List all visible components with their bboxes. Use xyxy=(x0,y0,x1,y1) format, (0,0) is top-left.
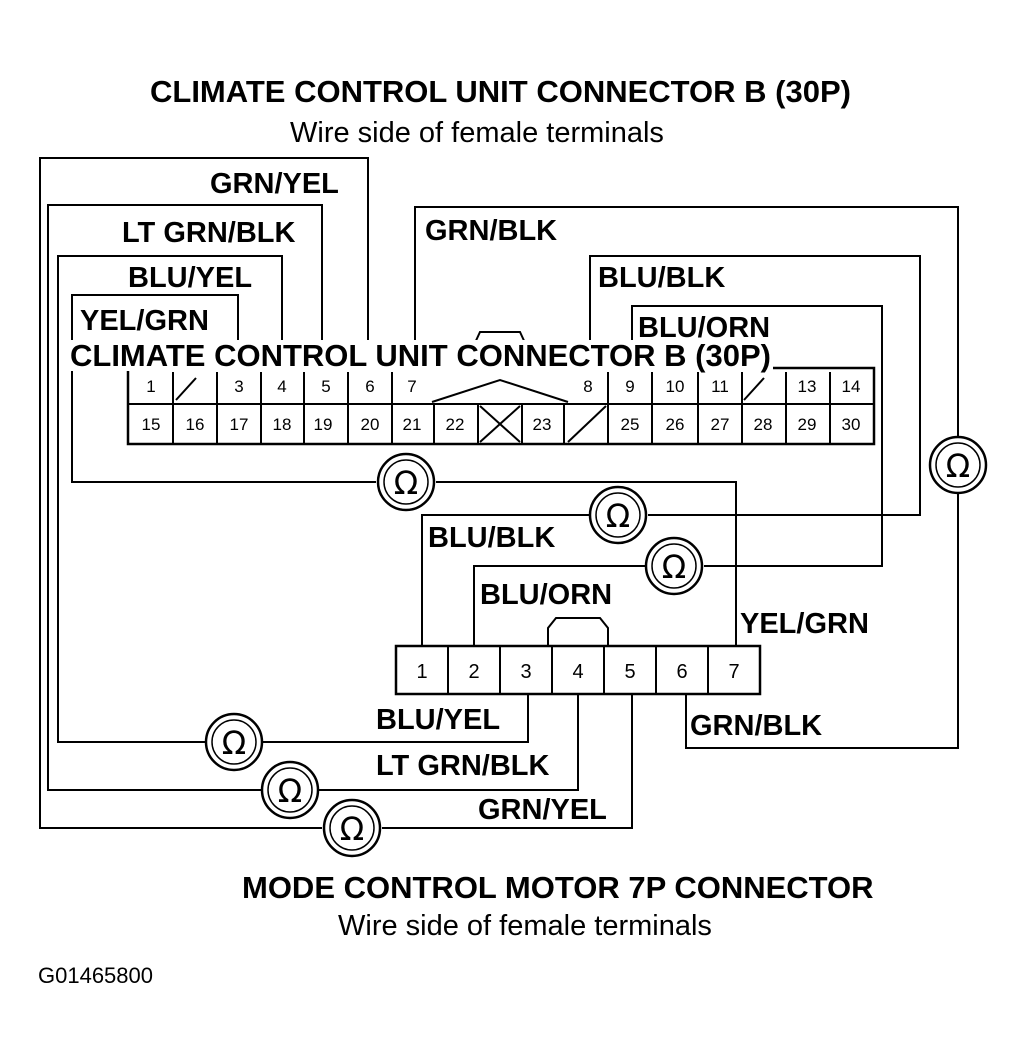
wire-label-grn-yel-top: GRN/YEL xyxy=(210,168,339,200)
ohmmeter-icon: Ω xyxy=(204,712,264,772)
ccu-pin-top-9: 9 xyxy=(625,377,634,396)
ccu-pin-bottom-21: 21 xyxy=(403,415,422,434)
wire-label-yel-grn-top: YEL/GRN xyxy=(80,305,209,337)
ccu-pin-bottom-20: 20 xyxy=(361,415,380,434)
ccu-pin-top-1: 1 xyxy=(146,377,155,396)
ccu-pin-top-14: 14 xyxy=(842,377,861,396)
ccu-pin-bottom-29: 29 xyxy=(798,415,817,434)
wire-label-grn-yel-bottom: GRN/YEL xyxy=(478,794,607,826)
ccu-pin-top-8: 8 xyxy=(583,377,592,396)
wire-label-blu-yel-bottom: BLU/YEL xyxy=(376,704,501,736)
wire-label-blu-orn-mid: BLU/ORN xyxy=(480,579,613,611)
ccu-pin-top-7: 7 xyxy=(407,377,416,396)
motor-pin-4: 4 xyxy=(572,661,583,683)
svg-text:Ω: Ω xyxy=(222,724,246,762)
wires xyxy=(39,157,959,829)
wire-label-blu-yel-top: BLU/YEL xyxy=(128,262,253,294)
wire-label-blu-blk-mid: BLU/BLK xyxy=(428,522,556,554)
ccu-pin-bottom-17: 17 xyxy=(230,415,249,434)
motor-pin-6: 6 xyxy=(676,661,687,683)
ccu-pin-top-11: 11 xyxy=(711,377,729,396)
wire-label-grn-blk-bottom: GRN/BLK xyxy=(690,710,823,742)
ohmmeter-icon: Ω xyxy=(644,536,704,596)
wire-label-lt-grn-blk-top: LT GRN/BLK xyxy=(122,217,296,249)
ccu-pin-bottom-28: 28 xyxy=(754,415,773,434)
ccu-pin-bottom-15: 15 xyxy=(142,415,161,434)
ccu-connector-overlay-title: CLIMATE CONTROL UNIT CONNECTOR B (30P) xyxy=(68,338,773,373)
motor-pin-2: 2 xyxy=(468,661,479,683)
motor-connector-7p: 1 2 3 4 5 6 7 xyxy=(394,617,762,696)
ohmmeter-icon: Ω xyxy=(322,798,382,858)
motor-subtitle: Wire side of female terminals xyxy=(338,910,712,942)
wire-lt-grn-blk-motor xyxy=(318,692,579,791)
ccu-pin-bottom-22: 22 xyxy=(446,415,465,434)
svg-text:Ω: Ω xyxy=(340,810,364,848)
wire-grn-blk xyxy=(414,206,959,438)
ccu-subtitle: Wire side of female terminals xyxy=(290,117,664,149)
svg-text:Ω: Ω xyxy=(394,464,418,502)
ohmmeter-icon: Ω xyxy=(928,435,988,495)
wire-blu-blk-motor xyxy=(421,514,592,648)
ccu-pin-top-10: 10 xyxy=(666,377,685,396)
wire-blu-yel-motor xyxy=(262,692,529,743)
motor-pin-1: 1 xyxy=(416,661,427,683)
ccu-pin-bottom-25: 25 xyxy=(621,415,640,434)
wire-blu-orn xyxy=(631,305,883,567)
motor-connector-title: MODE CONTROL MOTOR 7P CONNECTOR xyxy=(242,870,874,905)
motor-connector-body xyxy=(394,644,762,696)
ohmmeter-icon: Ω xyxy=(260,760,320,820)
svg-text:Ω: Ω xyxy=(946,447,970,485)
wire-yel-grn-motor xyxy=(436,481,737,648)
svg-text:Ω: Ω xyxy=(278,772,302,810)
ccu-pin-bottom-18: 18 xyxy=(273,415,292,434)
wire-blu-orn-motor xyxy=(473,565,648,648)
svg-text:Ω: Ω xyxy=(662,548,686,586)
ccu-pin-bottom-19: 19 xyxy=(314,415,333,434)
wire-grn-yel xyxy=(39,157,369,829)
ccu-pin-top-4: 4 xyxy=(277,377,286,396)
svg-text:Ω: Ω xyxy=(606,497,630,535)
figure-code: G01465800 xyxy=(38,963,153,988)
ccu-pin-bottom-23: 23 xyxy=(533,415,552,434)
ccu-pin-top-6: 6 xyxy=(365,377,374,396)
wire-label-grn-blk-top: GRN/BLK xyxy=(425,215,558,247)
wire-label-blu-blk-top: BLU/BLK xyxy=(598,262,726,294)
ccu-pin-bottom-26: 26 xyxy=(666,415,685,434)
ccu-pin-bottom-27: 27 xyxy=(711,415,730,434)
wire-grn-blk-motor xyxy=(685,492,959,749)
motor-pin-3: 3 xyxy=(520,661,531,683)
wire-yel-grn xyxy=(71,294,376,483)
wire-lt-grn-blk xyxy=(47,204,323,791)
wire-blu-blk xyxy=(589,255,921,516)
wire-label-lt-grn-blk-bottom: LT GRN/BLK xyxy=(376,750,550,782)
ohmmeter-icon: Ω xyxy=(588,485,648,545)
wire-label-yel-grn-right: YEL/GRN xyxy=(740,608,869,640)
wire-blu-yel xyxy=(57,255,283,743)
ccu-pin-top-13: 13 xyxy=(798,377,817,396)
ohmmeter-icon: Ω xyxy=(376,452,436,512)
wire-grn-yel-motor xyxy=(382,692,633,829)
ccu-pin-bottom-30: 30 xyxy=(842,415,861,434)
wire-label-blu-orn-top: BLU/ORN xyxy=(638,312,771,344)
ccu-connector-title: CLIMATE CONTROL UNIT CONNECTOR B (30P) xyxy=(150,74,851,109)
motor-pin-7: 7 xyxy=(728,661,739,683)
ccu-pin-top-5: 5 xyxy=(321,377,330,396)
ccu-pin-top-3: 3 xyxy=(234,377,243,396)
ccu-pin-bottom-16: 16 xyxy=(186,415,205,434)
motor-pin-5: 5 xyxy=(624,661,635,683)
